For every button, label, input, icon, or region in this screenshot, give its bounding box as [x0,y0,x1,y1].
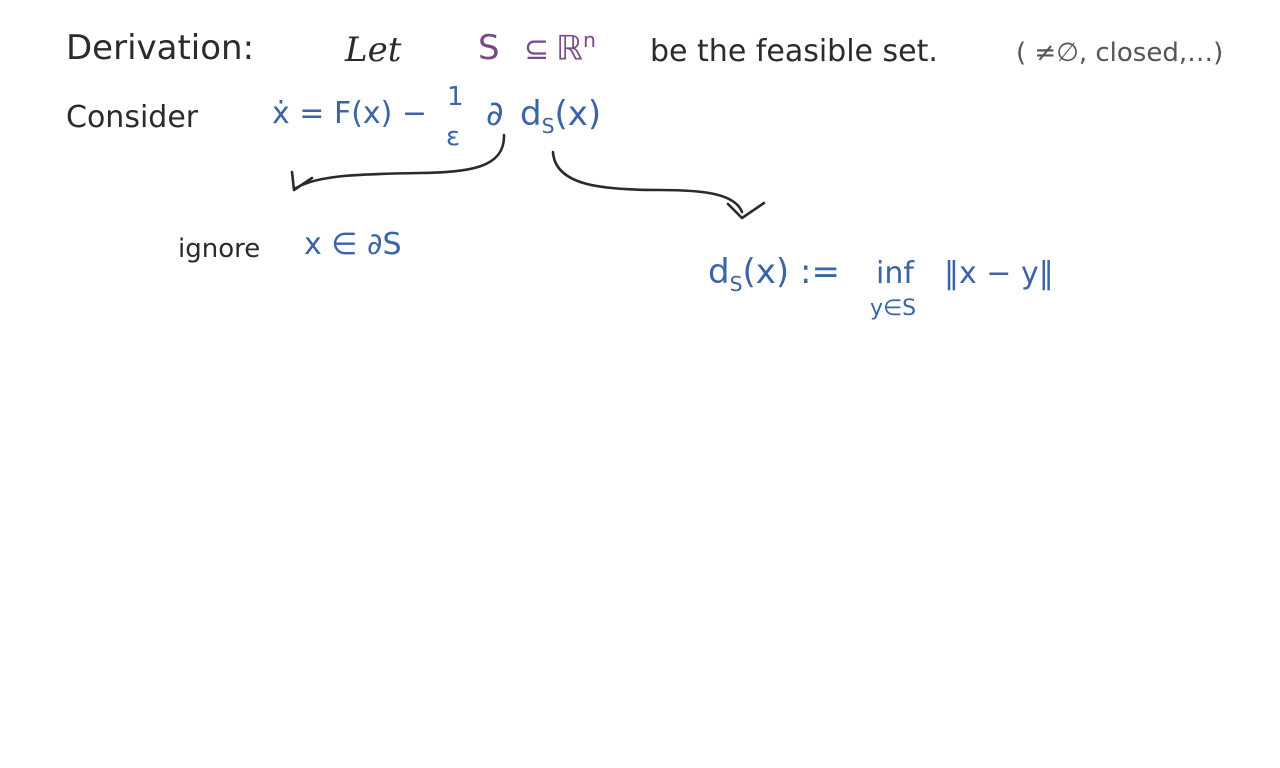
consider-word: Consider [66,100,199,135]
def-d-subscript: S [729,271,743,296]
distance-argument: (x) [554,94,602,134]
arrow-right-head [726,201,766,220]
feasible-set-text: be the feasible set. [650,34,938,69]
let-word: Let [345,30,402,70]
def-d-rest: (x) := [742,252,840,292]
distance-subscript: S [541,113,555,138]
infimum: inf [876,256,914,291]
norm-expression: ‖x − y‖ [944,256,1054,291]
fraction-numerator: 1 [447,82,464,112]
def-d: d [708,252,730,292]
infimum-subscript: y∈S [870,296,917,321]
subset-symbol: ⊆ [524,32,550,67]
dynamics-lhs: ẋ = F(x) − [272,96,428,131]
boundary-expression: x ∈ ∂S [304,227,402,262]
reals-symbol: ℝn [556,28,596,68]
set-properties-note: ( ≠∅, closed,…) [1016,38,1224,68]
distance-definition-lhs: dS(x) := [708,252,840,296]
arrow-left-curve [294,133,506,190]
distance-d: d [520,94,542,134]
partial-symbol: ∂ [486,94,504,134]
derivation-heading: Derivation: [66,28,255,68]
fraction-denominator: ε [446,122,461,152]
distance-function: dS(x) [520,94,601,138]
arrow-right-curve [551,150,744,214]
set-S: S [478,28,500,68]
reals-letter: ℝ [556,28,583,69]
reals-exponent: n [582,28,596,52]
arrow-left-head [290,170,314,192]
ignore-word: ignore [178,234,261,264]
